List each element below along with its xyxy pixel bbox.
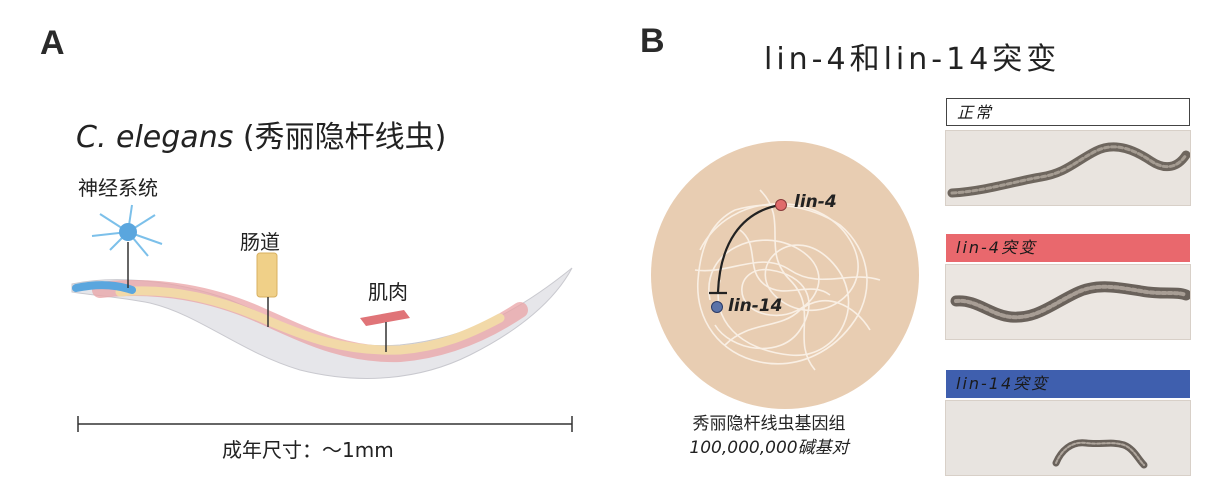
dna-tangle	[694, 189, 881, 371]
panel-label-lin14-mutant: lin-14突变	[946, 370, 1190, 398]
panel-a-letter: A	[40, 24, 65, 62]
worm-intestine	[115, 286, 505, 355]
scale-label: 成年尺寸：～1mm	[222, 438, 394, 462]
photo-normal-worm	[945, 130, 1191, 206]
species-common-name: (秀丽隐杆线虫)	[233, 120, 447, 155]
label-muscle: 肌肉	[368, 280, 408, 304]
muscle-cell	[360, 310, 410, 326]
gene-label-lin4: lin-4	[794, 192, 837, 212]
genome-diagram	[651, 141, 919, 409]
photo-lin14-mutant-worm	[945, 400, 1191, 476]
lin4-mutant-worm-image	[950, 281, 1190, 323]
genome-caption-title: 秀丽隐杆线虫基因组	[692, 414, 846, 434]
panel-b-letter: B	[640, 22, 665, 60]
intestine-cell	[256, 252, 278, 298]
normal-worm-image	[947, 142, 1190, 198]
panel-b-title: lin-4和lin-14突变	[764, 42, 1061, 77]
gene-label-lin14: lin-14	[728, 296, 783, 316]
genome-caption: 秀丽隐杆线虫基因组 100,000,000碱基对	[639, 412, 899, 460]
regulation-arc	[716, 203, 781, 293]
lin14-dot	[711, 301, 723, 313]
lin14-mutant-worm-image	[1052, 439, 1148, 469]
neuron-cell	[91, 204, 163, 257]
label-nervous-system: 神经系统	[78, 176, 158, 200]
panel-a-title: C. elegans (秀丽隐杆线虫)	[76, 112, 446, 156]
worm-anatomy-illustration	[71, 204, 573, 432]
worm-head-nerve	[72, 281, 136, 294]
panel-label-normal: 正常	[946, 98, 1190, 126]
genome-caption-size: 100,000,000碱基对	[689, 438, 849, 458]
label-intestine: 肠道	[240, 230, 280, 254]
photo-lin4-mutant-worm	[945, 264, 1191, 340]
species-name: C. elegans	[76, 120, 234, 155]
lin4-dot	[775, 199, 787, 211]
panel-label-lin4-mutant: lin-4突变	[946, 234, 1190, 262]
